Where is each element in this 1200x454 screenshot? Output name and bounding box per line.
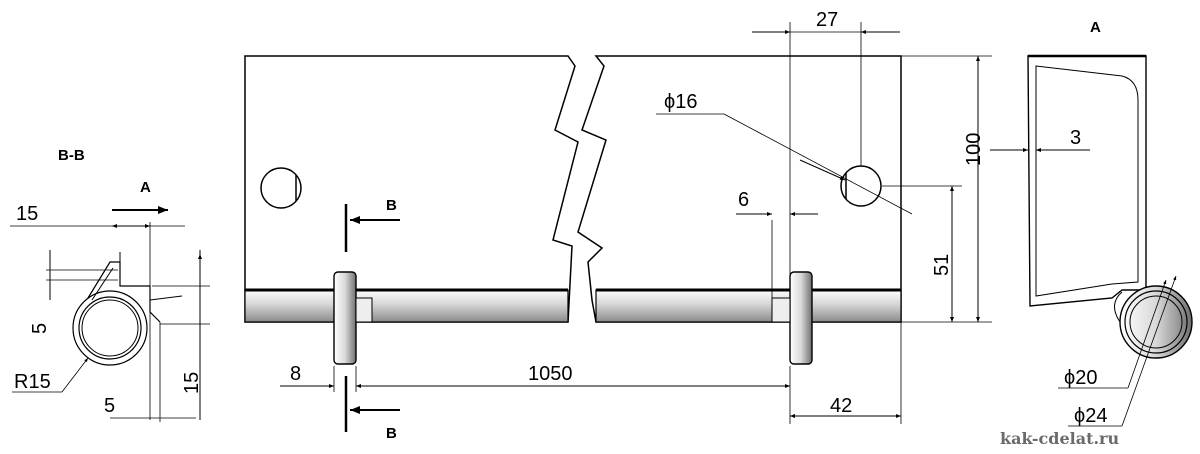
dim-6: 6 xyxy=(738,189,749,211)
hinge-front-view: B B 8 1050 42 27 ϕ16 6 xyxy=(244,9,992,442)
section-title: B-B xyxy=(58,147,85,164)
dim-3: 3 xyxy=(1070,127,1081,149)
view-arrow-label: A xyxy=(140,179,151,196)
dim-phi20: ϕ20 xyxy=(1064,367,1097,389)
dim-15-right: 15 xyxy=(181,372,203,394)
dim-5-bottom: 5 xyxy=(104,395,115,417)
dim-100: 100 xyxy=(963,133,985,166)
view-a: A 3 ϕ20 ϕ24 xyxy=(990,19,1193,427)
left-flange xyxy=(333,271,357,365)
view-a-title: A xyxy=(1090,19,1101,36)
dim-8: 8 xyxy=(290,363,301,385)
dim-42: 42 xyxy=(830,395,852,417)
section-marker-upper: B xyxy=(386,197,397,214)
dim-15-top: 15 xyxy=(16,203,38,225)
left-hole xyxy=(260,167,302,209)
dim-phi16: ϕ16 xyxy=(664,91,697,113)
right-hole xyxy=(840,165,882,207)
dim-5-left: 5 xyxy=(29,323,51,334)
section-marker-lower: B xyxy=(386,425,397,442)
dim-51: 51 xyxy=(931,254,953,276)
dim-r15: R15 xyxy=(14,371,51,393)
hinge-section-profile xyxy=(72,252,183,366)
dim-1050: 1050 xyxy=(528,363,573,385)
dim-phi24: ϕ24 xyxy=(1074,405,1107,427)
dim-27: 27 xyxy=(816,9,838,31)
right-flange xyxy=(789,271,813,365)
watermark: kak-cdelat.ru xyxy=(1000,429,1119,448)
section-b-b-view: B-B A 15 5 R15 5 xyxy=(10,147,210,422)
